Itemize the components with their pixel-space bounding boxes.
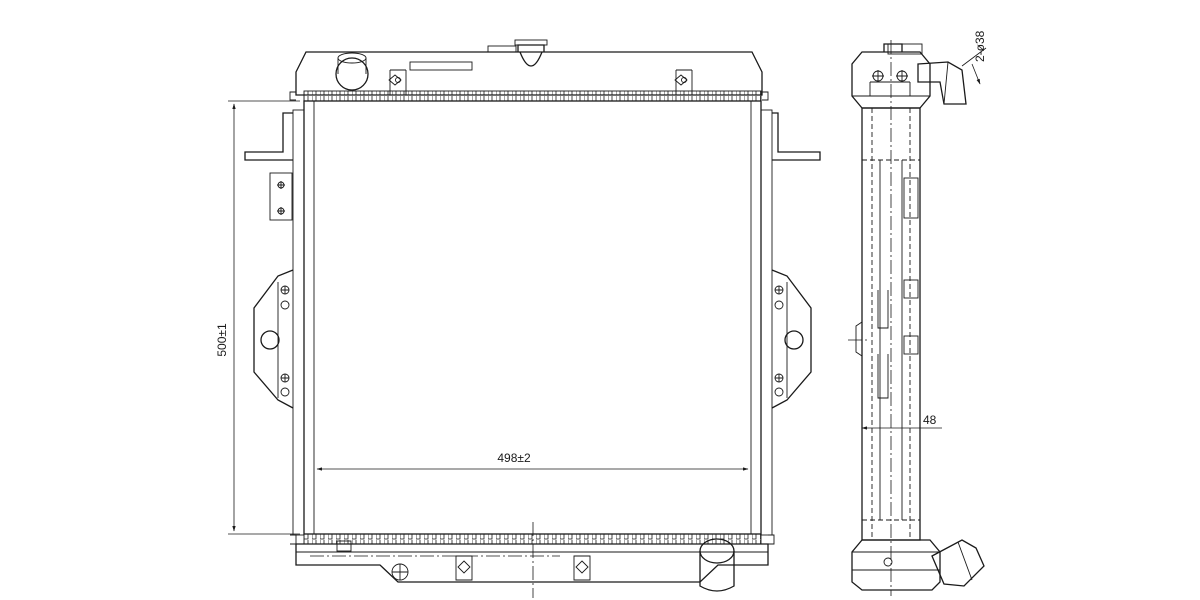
pipe-dimension-label: 2-ø38 bbox=[973, 30, 987, 62]
left-side-plate bbox=[292, 109, 305, 536]
side-filler-cap bbox=[883, 43, 903, 52]
right-side-mount bbox=[771, 269, 812, 409]
left-side-mount bbox=[253, 269, 294, 409]
top-bracket-strip bbox=[409, 61, 473, 71]
height-dimension-label: 500±1 bbox=[215, 323, 229, 357]
side-bottom-tank bbox=[851, 539, 941, 591]
filler-cap bbox=[487, 39, 548, 67]
depth-dimension-label: 48 bbox=[923, 413, 937, 427]
bottom-tank bbox=[290, 533, 775, 583]
pipe-dimension bbox=[961, 47, 987, 85]
side-inlet-pipe bbox=[917, 61, 967, 105]
side-top-tank bbox=[851, 51, 931, 109]
depth-dimension bbox=[861, 410, 942, 432]
side-outlet-pipe bbox=[931, 539, 985, 587]
right-side-plate bbox=[760, 109, 773, 536]
outlet-pipe bbox=[699, 538, 735, 592]
top-tank bbox=[289, 51, 769, 102]
side-view bbox=[848, 40, 985, 596]
height-dimension bbox=[228, 100, 300, 535]
front-view bbox=[244, 39, 821, 598]
inlet-pipe bbox=[335, 52, 369, 91]
width-dimension-label: 498±2 bbox=[497, 451, 531, 465]
left-top-bracket bbox=[244, 112, 293, 221]
right-top-bracket bbox=[772, 112, 821, 161]
